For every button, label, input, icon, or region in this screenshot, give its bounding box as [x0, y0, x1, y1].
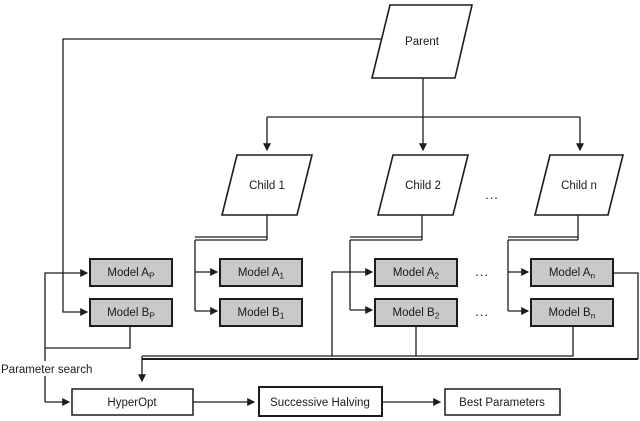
edge-bus-riser-model-a2 — [331, 268, 374, 356]
successive-halving-label: Successive Halving — [270, 397, 370, 409]
successive-halving-node — [258, 386, 383, 417]
model-an-label: Model An — [549, 267, 596, 281]
model-b2-node — [374, 298, 458, 327]
child1-label: Child 1 — [249, 180, 285, 192]
model-bp-label: Model BP — [107, 307, 155, 321]
parameter-search-label-backing — [0, 361, 94, 376]
parent-node — [370, 4, 474, 79]
edge-parent-to-model-bp — [62, 38, 381, 316]
hyperopt-node — [71, 388, 194, 416]
best-parameters-label: Best Parameters — [459, 397, 545, 409]
child1-node — [220, 154, 314, 216]
parent-label: Parent — [405, 36, 440, 48]
model-bp-node — [89, 298, 173, 327]
edge-model-an-out — [613, 272, 639, 359]
edges — [44, 38, 639, 406]
hyperopt-label: HyperOpt — [107, 397, 157, 409]
model-ap-label: Model AP — [107, 267, 155, 281]
model-ap-node — [89, 258, 173, 287]
child2-label: Child 2 — [405, 180, 441, 192]
model-an-node — [530, 258, 614, 287]
models-a-ellipsis: ... — [475, 264, 489, 279]
model-bn-node — [530, 298, 614, 327]
parameter-search-label: Parameter search — [1, 364, 92, 376]
model-b1-label: Model B1 — [238, 307, 285, 321]
model-a1-node — [219, 258, 303, 287]
child2-node — [376, 154, 470, 216]
childn-node — [533, 154, 625, 216]
model-b2-label: Model B2 — [393, 307, 440, 321]
model-a2-node — [374, 258, 458, 287]
children-ellipsis: ... — [485, 187, 499, 202]
edge-paramline-to-model-ap — [44, 269, 89, 402]
models-b-ellipsis: ... — [475, 304, 489, 319]
model-bn-label: Model Bn — [549, 307, 596, 321]
edge-thin-bus — [142, 326, 574, 357]
nodes: Parent Child 1 Child 2 ... Child n Model… — [0, 4, 625, 417]
model-a2-label: Model A2 — [393, 267, 440, 281]
best-parameters-node — [444, 388, 561, 416]
model-a1-label: Model A1 — [238, 267, 285, 281]
edge-model-bp-bottom-loop — [45, 326, 131, 349]
model-b1-node — [219, 298, 303, 327]
childn-label: Child n — [561, 180, 597, 192]
